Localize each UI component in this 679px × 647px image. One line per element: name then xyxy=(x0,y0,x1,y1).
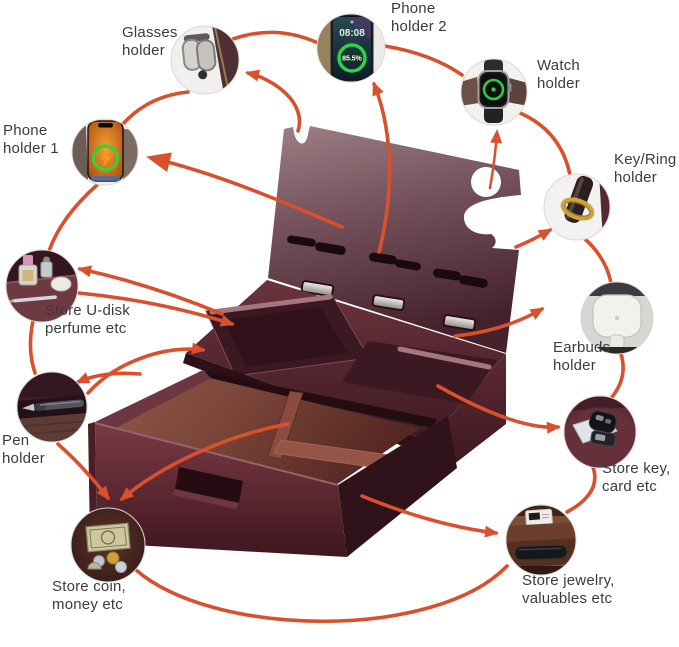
callout-glasses-holder: Glasses holder xyxy=(122,24,240,95)
watch-card-icon xyxy=(525,508,553,528)
arc-glasses-phone2 xyxy=(231,30,320,45)
phone-holder-1-label: Phone holder 1 xyxy=(3,122,59,157)
pen-holder-thumbnail xyxy=(16,371,88,443)
store-u-disk-thumbnail xyxy=(5,249,79,323)
arrow-to-store-key xyxy=(436,384,561,434)
glasses-holder-label: Glasses holder xyxy=(122,24,178,59)
callout-store-u-disk: Store U-disk perfume etc xyxy=(5,249,130,337)
arrow-to-keyring-holder xyxy=(514,228,553,249)
arrow-to-store-coin xyxy=(119,422,290,501)
arc-phone2-watch xyxy=(383,44,464,77)
callout-pen-holder: Pen holder xyxy=(2,371,88,467)
arrow-to-store-udisk xyxy=(77,265,224,316)
callout-store-key-card: Store key, card etc xyxy=(563,395,670,495)
key-ring-holder-label: Key/Ring holder xyxy=(614,151,677,186)
drawer-back-shadow xyxy=(203,371,437,428)
callout-earbuds-holder: Earbuds holder xyxy=(553,281,654,374)
stand-slot-cutouts xyxy=(300,280,477,331)
callout-store-coin-money: Store coin, money etc xyxy=(52,507,146,613)
callout-key-ring-holder: Key/Ring holder xyxy=(543,151,676,241)
phone2-screen-time: 08:08 xyxy=(339,28,365,39)
pen-icon xyxy=(22,399,84,412)
arc-keyring-earbuds xyxy=(583,237,613,285)
store-u-disk-label: Store U-disk perfume etc xyxy=(45,302,130,337)
charging-ring-icon xyxy=(337,43,367,73)
drawer-handle-notch xyxy=(172,467,243,509)
arc-watch-keyring xyxy=(518,111,572,177)
coins-icon xyxy=(87,551,127,573)
store-coin-money-thumbnail xyxy=(70,507,146,583)
lightning-bolt-icon xyxy=(101,149,111,167)
dollar-bill-icon xyxy=(85,522,131,553)
glasses-case-icon xyxy=(514,544,568,561)
phone-slot-pegs xyxy=(287,235,488,288)
glasses-icon xyxy=(181,33,217,80)
store-key-card-thumbnail xyxy=(563,395,637,469)
key-ring-holder-thumbnail xyxy=(543,173,611,241)
charging-ring-icon xyxy=(91,144,120,172)
store-coin-money-label: Store coin, money etc xyxy=(52,578,126,613)
store-jewelry-thumbnail xyxy=(505,504,577,576)
perfume-bottle-icon xyxy=(18,255,38,286)
glasses-holder-thumbnail xyxy=(170,25,240,95)
arc-storekey-jewelry xyxy=(565,465,597,514)
gold-ring-icon xyxy=(560,197,595,221)
drawer-left-wall xyxy=(95,370,211,430)
store-jewelry-label: Store jewelry, valuables etc xyxy=(522,572,615,607)
callout-watch-holder: Watch holder xyxy=(460,57,580,126)
car-key-icon xyxy=(588,410,617,434)
arrow-to-store-jewelry xyxy=(360,494,499,538)
arc-earbuds-storekey xyxy=(610,352,625,399)
arc-udisk-pen xyxy=(28,319,37,375)
arc-glasses-phone1 xyxy=(121,90,190,126)
store-key-card-label: Store key, card etc xyxy=(602,460,671,495)
callout-store-jewelry: Store jewelry, valuables etc xyxy=(505,504,614,607)
arrow-to-phone-holder-1 xyxy=(146,152,344,229)
arc-jewelry-coin xyxy=(134,564,509,623)
pen-holder-label: Pen holder xyxy=(2,432,45,467)
arrow-to-glasses-holder xyxy=(245,69,302,133)
earbuds-holder-thumbnail xyxy=(580,281,654,355)
arrow-pen-to-tray xyxy=(86,342,206,395)
watch-holder-label: Watch holder xyxy=(537,57,580,92)
watch-holder-thumbnail xyxy=(460,58,528,126)
phone-holder-2-label: Phone holder 2 xyxy=(391,0,447,35)
drawer-right-wall xyxy=(338,416,457,557)
arrow-to-watch-holder xyxy=(488,129,503,190)
arrow-udisk-to-tray xyxy=(77,291,235,327)
smartwatch-icon xyxy=(477,59,512,123)
phone-holder-2-thumbnail: 08:08 85.5% xyxy=(316,13,386,83)
phone2-screen-battery: 85.5% xyxy=(342,56,363,63)
tray-right-section xyxy=(342,341,497,404)
arrow-to-phone-holder-2 xyxy=(372,81,392,254)
arc-phone1-udisk xyxy=(47,183,99,253)
callout-phone-holder-1: Phone holder 1 xyxy=(3,118,139,186)
phone-holder-1-thumbnail xyxy=(71,118,139,186)
arc-pen-coin xyxy=(56,442,110,501)
arrow-to-earbuds-holder xyxy=(453,307,545,338)
callout-phone-holder-2: 08:08 85.5% Phone holder 2 xyxy=(316,0,447,83)
earbuds-holder-label: Earbuds holder xyxy=(553,339,611,374)
